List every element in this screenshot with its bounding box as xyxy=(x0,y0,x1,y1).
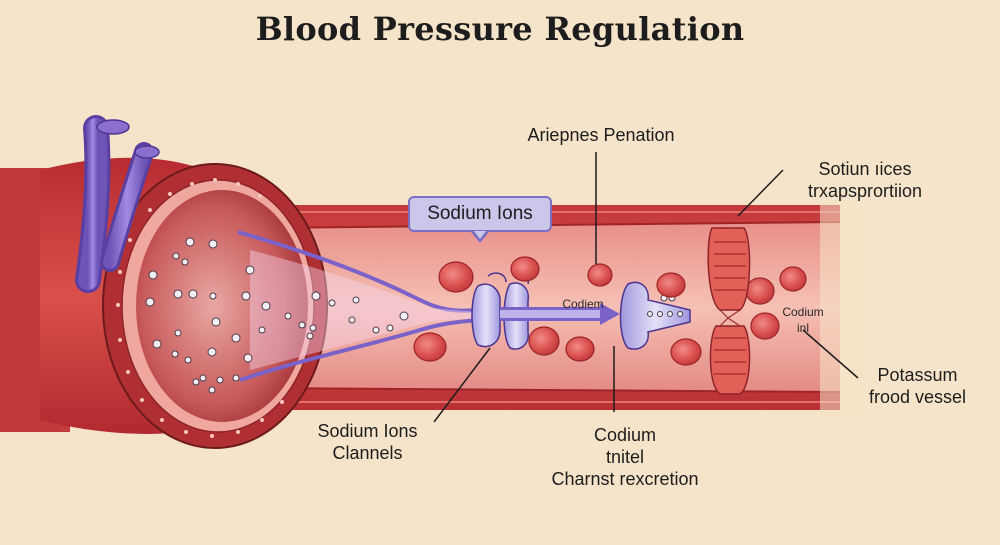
label-bottom-center-line3: Charnst rexcretion xyxy=(551,469,699,489)
label-right: Potassum frood vessel xyxy=(835,364,1000,408)
label-codiem: Codiem xyxy=(562,297,604,311)
diagram-title: Blood Pressure Regulation xyxy=(255,10,745,48)
label-right-line2: frood vessel xyxy=(868,387,967,407)
label-codium-inl: Codium inl xyxy=(775,304,831,336)
label-top-right-line2: trxapsprortiion xyxy=(807,181,923,201)
label-bottom-center: Codium tnitel Charnst rexcretion xyxy=(520,424,730,490)
callout-pointer-fill xyxy=(474,231,486,239)
label-codium-inl-line1: Codium xyxy=(782,305,824,319)
sodium-ions-callout: Sodium Ions xyxy=(408,196,552,232)
label-bottom-center-line2: tnitel xyxy=(605,447,645,467)
label-bottom-left-line1: Sodium Ions xyxy=(317,421,418,441)
label-bottom-left-line2: Clannels xyxy=(332,443,403,463)
label-top-center: Ariepnes Penation xyxy=(527,125,675,145)
label-bottom-left: Sodium Ions Clannels xyxy=(285,420,450,464)
label-top-right-line1: Sotiun ıices xyxy=(818,159,912,179)
label-bottom-center-line1: Codium xyxy=(593,425,657,445)
label-top-right: Sotiun ıices trxapsprortiion xyxy=(785,158,945,202)
label-codium-inl-line2: inl xyxy=(796,321,809,335)
label-right-line1: Potassum xyxy=(877,365,958,385)
